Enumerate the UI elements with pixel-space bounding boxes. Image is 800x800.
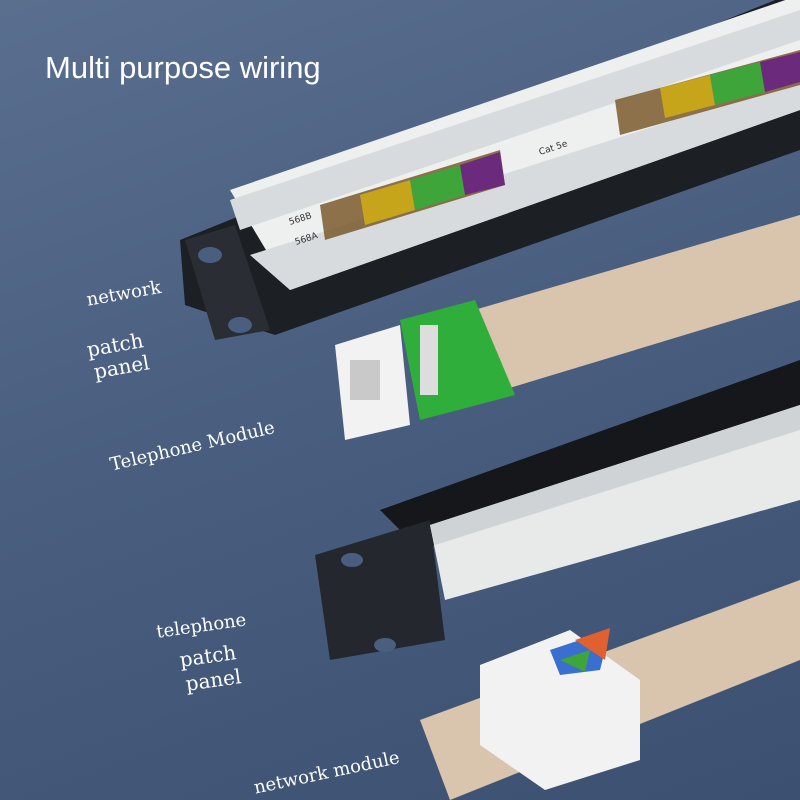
telephone-module-image bbox=[335, 300, 515, 440]
network-patch-panel: 568B 568A Cat 5e bbox=[180, 0, 800, 340]
cable-strip bbox=[440, 215, 800, 400]
telephone-patch-panel bbox=[315, 360, 800, 660]
page-title: Multi purpose wiring bbox=[45, 50, 321, 85]
network-module-image bbox=[480, 628, 640, 790]
